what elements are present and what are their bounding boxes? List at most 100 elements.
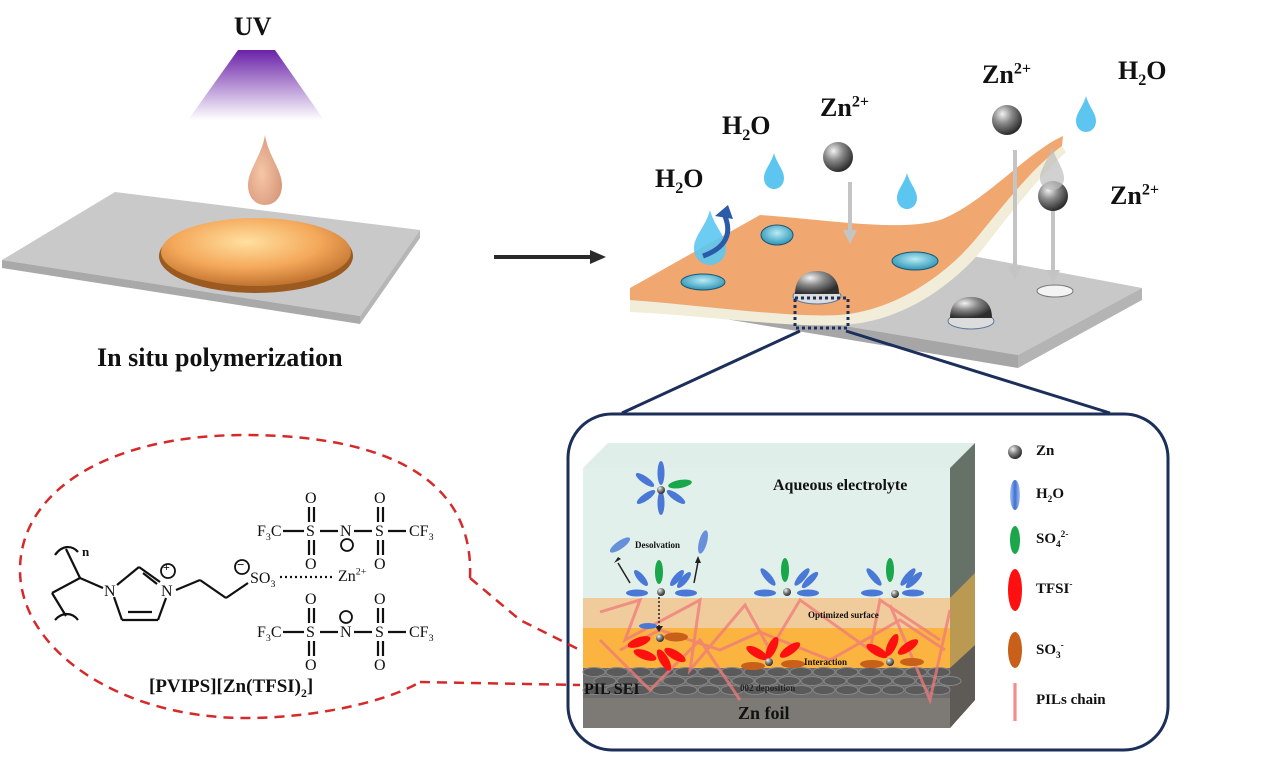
charge-circles bbox=[160, 538, 354, 624]
deposition-cell bbox=[766, 685, 790, 695]
sei-interaction-cluster-3 bbox=[860, 633, 924, 668]
tfsi-upper-cf3: CF3 bbox=[409, 523, 434, 544]
deposition-cell bbox=[846, 676, 870, 686]
deposition-cell bbox=[869, 676, 893, 686]
tfsi-upper-s1: S bbox=[306, 523, 315, 540]
cation-charge: + bbox=[163, 560, 170, 574]
uv-label: UV bbox=[234, 12, 272, 41]
sei-interaction-cluster-2 bbox=[741, 636, 805, 670]
deposition-cell bbox=[651, 685, 675, 695]
tfsi-lower-o4: O bbox=[374, 657, 386, 674]
desolvation-label: Desolvation bbox=[635, 540, 680, 550]
tfsi-upper-o2: O bbox=[305, 556, 317, 573]
legend-pils-symbol bbox=[1013, 683, 1017, 721]
tfsi-upper-o1: O bbox=[305, 490, 317, 507]
process-arrow bbox=[494, 250, 606, 264]
h2o-label-left: H2O bbox=[655, 164, 704, 198]
legend-tfsi-symbol bbox=[1008, 569, 1022, 611]
deposition-cell bbox=[938, 676, 962, 686]
precursor-droplet bbox=[248, 135, 282, 205]
deposition-cell bbox=[835, 685, 859, 695]
deposition-cell bbox=[858, 667, 882, 677]
deposition-cell bbox=[812, 667, 836, 677]
compound-name: [PVIPS][Zn(TFSI)2] bbox=[149, 676, 314, 700]
tfsi-lower-cf3: CF3 bbox=[409, 624, 434, 645]
dashed-callout bbox=[18, 433, 581, 720]
deposition-cell bbox=[789, 667, 813, 677]
deposition-cell bbox=[858, 685, 882, 695]
deposition-cell bbox=[697, 667, 721, 677]
tfsi-upper-o3: O bbox=[374, 490, 386, 507]
deposition-cell bbox=[823, 676, 847, 686]
legend-so3-label: SO3- bbox=[1036, 641, 1064, 661]
h2o-label-right: H2O bbox=[1118, 56, 1167, 90]
deposition-cell bbox=[662, 676, 686, 686]
zoom-region-box bbox=[621, 296, 1111, 415]
tfsi-upper-f3c: F3C bbox=[257, 523, 282, 544]
legend-pils-label: PILs chain bbox=[1036, 692, 1106, 708]
deposition-cell bbox=[605, 685, 629, 695]
deposition-cell bbox=[685, 676, 709, 686]
deposition-cell bbox=[881, 685, 905, 695]
water-lens-group bbox=[680, 224, 939, 291]
zn-ion-label-right: Zn2+ bbox=[1110, 181, 1160, 210]
pvips-structure-bonds bbox=[51, 507, 406, 656]
deposition-cell bbox=[812, 685, 836, 695]
imidazole-n1: N bbox=[104, 583, 116, 600]
deposition-cell bbox=[697, 685, 721, 695]
surface-solvated-cluster-3 bbox=[861, 558, 924, 598]
deposition-label: 002 deposition bbox=[740, 683, 796, 693]
tfsi-lower-s2: S bbox=[375, 624, 384, 641]
zn-deposit-on-film bbox=[792, 271, 842, 305]
deposition-cell bbox=[605, 667, 629, 677]
legend-so4-symbol bbox=[1010, 526, 1020, 554]
legend-so4-label: SO42- bbox=[1036, 530, 1069, 550]
deposition-cell bbox=[766, 667, 790, 677]
deposition-cell bbox=[800, 676, 824, 686]
zn-foil-label: Zn foil bbox=[738, 703, 790, 723]
in-situ-caption: In situ polymerization bbox=[97, 343, 343, 372]
uv-lamp-beam bbox=[188, 50, 324, 120]
deposition-cell bbox=[754, 676, 778, 686]
deposition-cell bbox=[881, 667, 905, 677]
legend-so3-symbol bbox=[1008, 632, 1022, 668]
legend-tfsi-label: TFSI- bbox=[1036, 580, 1073, 597]
deposition-cell bbox=[789, 685, 813, 695]
deposition-arrows bbox=[843, 150, 1060, 284]
zn-ion-balls bbox=[823, 105, 1068, 211]
pil-sei-film bbox=[630, 136, 1066, 326]
pil-sei-label: PIL SEI bbox=[584, 681, 640, 698]
legend-h2o-symbol bbox=[1010, 480, 1020, 510]
aqueous-electrolyte-label: Aqueous electrolyte bbox=[773, 477, 908, 494]
tfsi-upper-s2: S bbox=[375, 523, 384, 540]
tfsi-lower-o1: O bbox=[305, 591, 317, 608]
deposition-cell bbox=[731, 676, 755, 686]
tfsi-lower-f3c: F3C bbox=[257, 624, 282, 645]
surface-solvated-cluster-2 bbox=[754, 558, 819, 597]
deposition-cell bbox=[743, 685, 767, 695]
deposition-cell bbox=[835, 667, 859, 677]
zn-ion-label-middle: Zn2+ bbox=[820, 93, 870, 122]
tfsi-lower-o2: O bbox=[305, 657, 317, 674]
h2o-label-middle: H2O bbox=[722, 111, 771, 145]
deposition-cell bbox=[674, 667, 698, 677]
sei-interaction-cluster-1 bbox=[627, 623, 688, 671]
deposition-cell bbox=[593, 676, 617, 686]
interaction-label: Interaction bbox=[804, 657, 847, 667]
desolvation-cluster bbox=[609, 530, 708, 632]
sulfonate-group: SO3 bbox=[250, 570, 276, 591]
deposition-cell bbox=[892, 676, 916, 686]
anion-charge: − bbox=[237, 557, 245, 572]
zn-002-deposition-cells bbox=[582, 667, 962, 695]
tfsi-lower-n: N bbox=[340, 624, 352, 641]
deposition-cell bbox=[777, 676, 801, 686]
optimized-surface-label: Optimized surface bbox=[808, 610, 879, 620]
repel-curved-arrow bbox=[702, 205, 733, 259]
tfsi-lower-o3: O bbox=[374, 591, 386, 608]
solvated-zn-cluster bbox=[635, 461, 692, 515]
polymer-pool bbox=[159, 218, 353, 293]
deposition-cell bbox=[674, 685, 698, 695]
zn-ion-in-structure: Zn2+ bbox=[338, 566, 367, 585]
zn-ion-label-top: Zn2+ bbox=[982, 60, 1032, 89]
